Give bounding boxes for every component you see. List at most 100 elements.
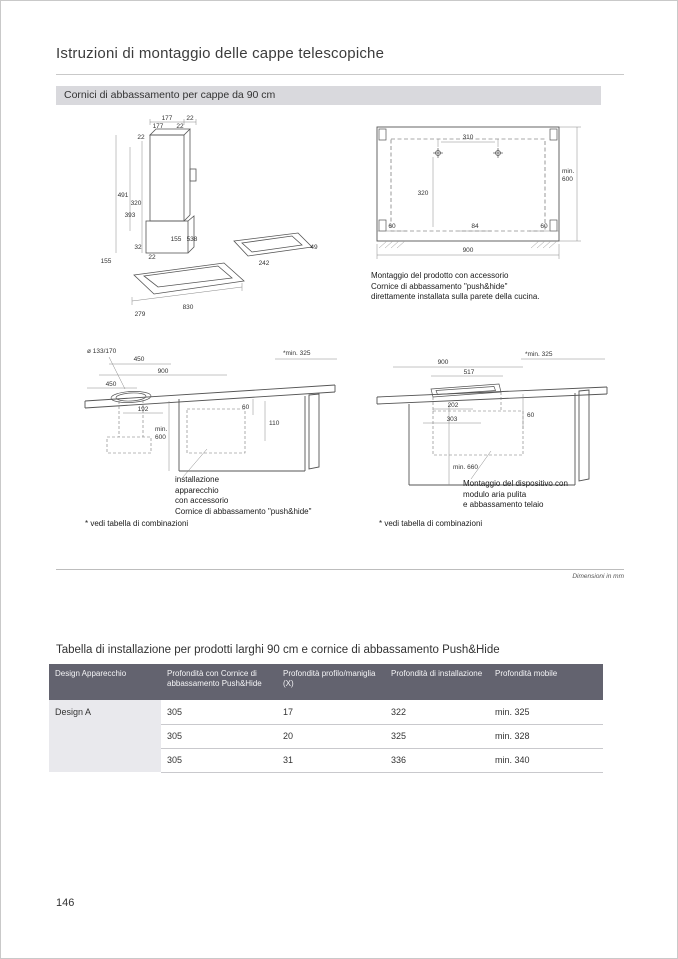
dim-label: 830 (183, 304, 194, 311)
frame-outline (376, 126, 560, 242)
frame-panels-outline (133, 232, 313, 295)
cell-value: 305 (161, 724, 277, 749)
worktop-outline (376, 386, 608, 405)
figure-wall-mount: 310 320 min. 600 60 84 60 900 Montaggio … (363, 119, 598, 314)
cell-design (49, 724, 161, 748)
cell-value: min. 328 (489, 724, 603, 749)
caption-line: e abbassamento telaio (463, 500, 544, 509)
col-header-depth-profile: Profondità profilo/maniglia (X) (277, 664, 385, 700)
dim-label: 155 (171, 236, 182, 243)
dim-label: min. 660 (453, 464, 478, 471)
col-header-depth-cabinet: Profondità mobile (489, 664, 603, 700)
title-divider (56, 74, 624, 75)
dim-label: 393 (125, 212, 136, 219)
dim-label: 22 (137, 134, 145, 141)
cabinet-outline (408, 389, 590, 486)
dimension-lines (376, 126, 581, 259)
cell-value: min. 340 (489, 748, 603, 773)
isometric-hood-drawing: 177 22 177 22 22 491 320 393 32 155 22 1… (101, 115, 318, 318)
combination-table-note: * vedi tabella di combinazioni (85, 519, 189, 528)
cell-value: 305 (161, 700, 277, 725)
table-header-row: Design Apparecchio Profondità con Cornic… (49, 664, 603, 700)
caption-line: Cornice di abbassamento "push&hide" (175, 506, 312, 516)
dim-label: *min. 325 (283, 350, 311, 357)
page-title: Istruzioni di montaggio delle cappe tele… (56, 45, 385, 62)
dim-label: min. (155, 426, 167, 433)
dim-label: 192 (138, 406, 149, 413)
figure-isometric-hood: 177 22 177 22 22 491 320 393 32 155 22 1… (86, 113, 321, 323)
dim-label: 900 (438, 359, 449, 366)
dim-label: 900 (463, 247, 474, 254)
dim-label: 60 (540, 223, 548, 230)
dim-label: 60 (527, 412, 535, 419)
mounting-holes (433, 148, 503, 158)
worktop-outline (84, 384, 336, 409)
cell-value: min. 325 (489, 700, 603, 725)
flush-module (430, 383, 502, 398)
cell-value: 17 (277, 700, 385, 725)
wall-mount-caption: Montaggio del prodotto con accessorio Co… (371, 271, 591, 303)
page-number: 146 (56, 897, 75, 909)
recess-dashed-outline (390, 138, 546, 232)
table-title: Tabella di installazione per prodotti la… (56, 644, 500, 656)
caption-line: con accessorio (175, 496, 229, 505)
chimney-outline (145, 128, 197, 254)
dim-label: 22 (148, 254, 156, 261)
caption-line: installazione (175, 475, 220, 484)
table-row: 305 31 336 min. 340 (49, 748, 603, 773)
table-row: Design A 305 17 322 min. 325 (49, 700, 603, 725)
col-header-depth-install: Profondità di installazione (385, 664, 489, 700)
hidden-module-dashed (432, 392, 524, 456)
dimension-lines (115, 119, 243, 305)
cell-value: 20 (277, 724, 385, 749)
section-cleanair-caption: Montaggio del dispositivo con modulo ari… (463, 479, 608, 511)
dim-label: 242 (259, 260, 270, 267)
wall-mount-drawing: 310 320 min. 600 60 84 60 900 (376, 126, 581, 259)
dim-label: 900 (158, 368, 169, 375)
caption-line: Montaggio del prodotto con accessorio (371, 271, 509, 280)
dim-label: 84 (471, 223, 479, 230)
dim-label: 320 (131, 200, 142, 207)
section-banner: Cornici di abbassamento per cappe da 90 … (56, 86, 601, 105)
dim-label: 177 (162, 115, 173, 122)
dimension-lines (393, 358, 605, 485)
cell-value: 322 (385, 700, 489, 725)
figure-section-pushhide: ø 133/170 450 900 450 192 *min. 325 min.… (79, 339, 344, 534)
dim-label: 60 (242, 404, 250, 411)
table-row: 305 20 325 min. 328 (49, 724, 603, 749)
caption-line: apparecchio (175, 485, 219, 495)
dim-label: 22 (176, 123, 184, 130)
dim-label: 202 (448, 402, 459, 409)
col-header-depth-frame: Profondità con Cornice di abbassamento P… (161, 664, 277, 700)
dim-label: 110 (269, 420, 280, 427)
cell-design: Design A (49, 700, 161, 724)
dim-label: 450 (134, 356, 145, 363)
figure-section-cleanair: 900 517 *min. 325 202 303 60 min. 660 Mo… (373, 343, 613, 533)
units-note: Dimensioni in mm (572, 573, 624, 580)
cell-value: 305 (161, 748, 277, 773)
duct-hole (110, 391, 152, 403)
section-pushhide-drawing: ø 133/170 450 900 450 192 *min. 325 min.… (84, 348, 337, 478)
corner-brackets (378, 128, 558, 232)
dim-label: 49 (310, 244, 318, 251)
dim-label: 517 (464, 369, 475, 376)
cell-value: 31 (277, 748, 385, 773)
dim-label: 450 (106, 381, 117, 388)
dim-label: ø 133/170 (87, 348, 117, 355)
dim-label: 600 (562, 176, 573, 183)
cabinet-outline (178, 393, 320, 472)
caption-line: modulo aria pulita (463, 489, 527, 499)
caption-line: Cornice di abbassamento "push&hide" (371, 281, 508, 291)
dim-label: 177 (153, 123, 164, 130)
col-header-design: Design Apparecchio (49, 664, 161, 700)
section-cleanair-drawing: 900 517 *min. 325 202 303 60 min. 660 (376, 351, 608, 486)
dim-label: 60 (388, 223, 396, 230)
dim-label: 600 (155, 434, 166, 441)
dim-label: 32 (134, 244, 142, 251)
dim-label: 491 (118, 192, 129, 199)
dimension-lines (87, 356, 337, 478)
combination-table-note: * vedi tabella di combinazioni (379, 519, 483, 528)
dim-label: *min. 325 (525, 351, 553, 358)
hidden-hood-dashed (106, 400, 246, 454)
